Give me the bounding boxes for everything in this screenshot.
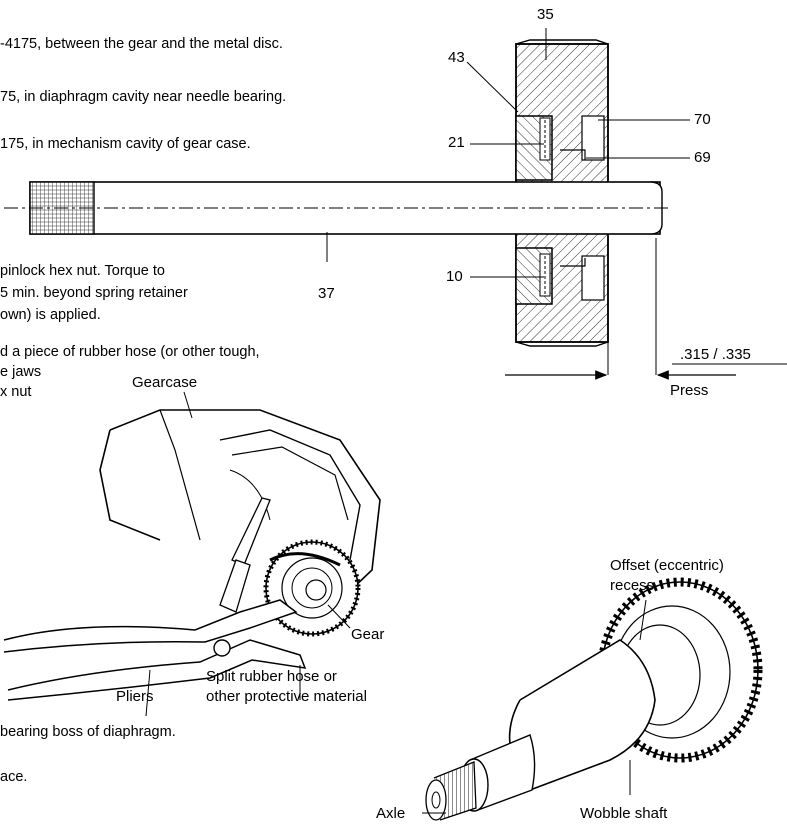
- wobble-shaft-illustration: [422, 577, 763, 821]
- instruction-line-2: 75, in diaphragm cavity near needle bear…: [0, 89, 287, 105]
- callout-35: 35: [537, 6, 554, 23]
- gear-label: Gear: [351, 626, 385, 643]
- recess-label-line-1: Offset (eccentric): [610, 557, 724, 574]
- instruction-line-11: ace.: [0, 769, 28, 785]
- pliers-label: Pliers: [116, 688, 154, 705]
- wobble-shaft-label: Wobble shaft: [580, 805, 668, 822]
- callout-70: 70: [694, 111, 711, 128]
- recess-label-line-2: recess: [610, 577, 655, 594]
- hose-label-line-1: Split rubber hose or: [206, 668, 337, 685]
- instruction-line-5: 5 min. beyond spring retainer: [0, 285, 188, 301]
- callout-21: 21: [448, 134, 465, 151]
- callout-10: 10: [446, 268, 463, 285]
- axle-label: Axle: [376, 805, 406, 822]
- hose-label-line-2: other protective material: [206, 688, 367, 705]
- instruction-line-3: 175, in mechanism cavity of gear case.: [0, 136, 251, 152]
- dimension-label: .315 / .335: [680, 346, 751, 363]
- instruction-line-9: x nut: [0, 384, 32, 400]
- instruction-line-6: own) is applied.: [0, 307, 101, 323]
- pliers-illustration: [3, 391, 381, 717]
- instruction-line-10: bearing boss of diaphragm.: [0, 724, 176, 740]
- instruction-line-7: d a piece of rubber hose (or other tough…: [0, 344, 260, 360]
- instruction-line-8: e jaws: [0, 364, 42, 380]
- callout-69: 69: [694, 149, 711, 166]
- callout-43: 43: [448, 49, 465, 66]
- callout-37: 37: [318, 285, 335, 302]
- instruction-line-1: -4175, between the gear and the metal di…: [0, 36, 283, 52]
- press-label: Press: [670, 382, 709, 399]
- instruction-line-4: pinlock hex nut. Torque to: [0, 263, 165, 279]
- shaft-section-view: [4, 28, 787, 380]
- gearcase-label: Gearcase: [132, 374, 198, 391]
